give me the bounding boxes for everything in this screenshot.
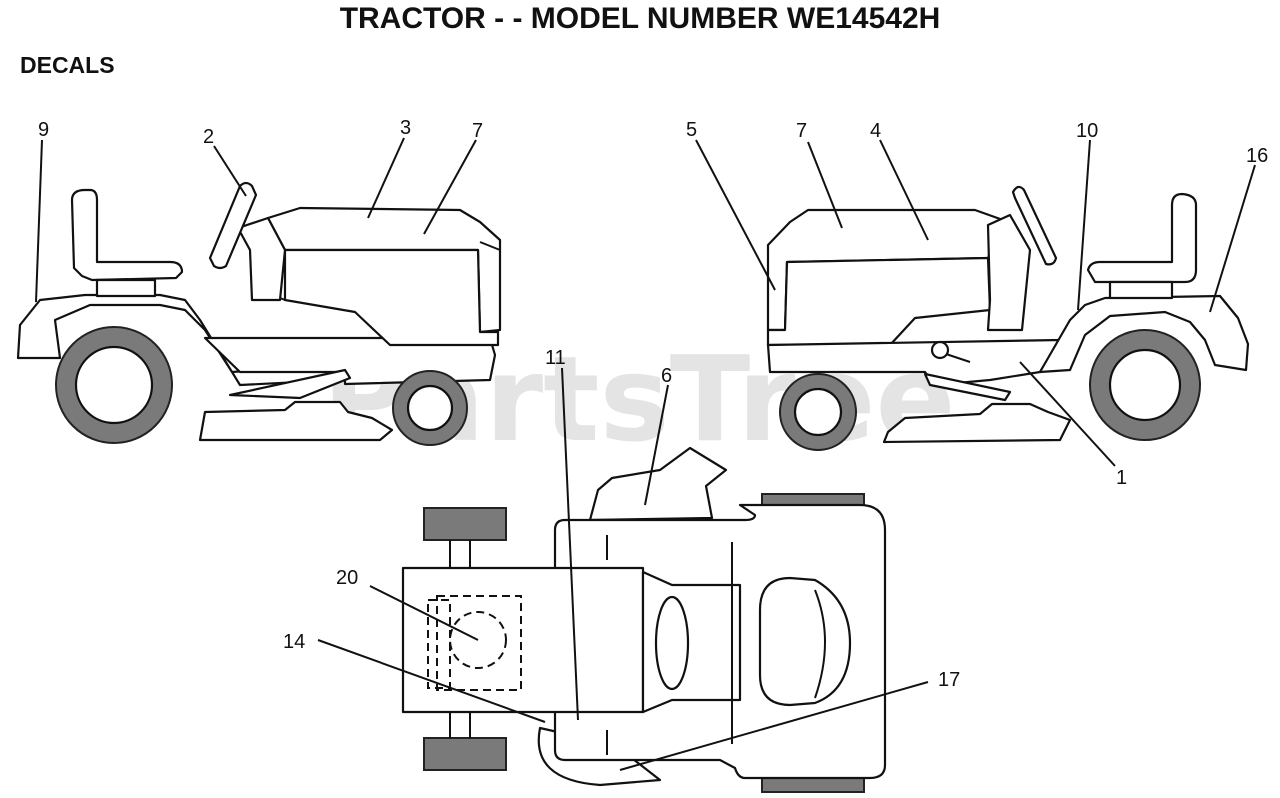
callout-6: 6	[661, 365, 672, 387]
steering-column	[986, 213, 1032, 332]
callout-20: 20	[336, 567, 358, 589]
steering-wheel	[208, 181, 258, 270]
hood-side	[283, 248, 500, 347]
rear-wheel-rim	[74, 345, 154, 425]
throttle-knob	[930, 340, 950, 360]
callout-5: 5	[686, 119, 697, 141]
callout-14: 14	[283, 631, 305, 653]
callout-9: 9	[38, 119, 49, 141]
callout-17: 17	[938, 669, 960, 691]
dash-panel	[654, 595, 690, 691]
mower-deck	[198, 400, 394, 442]
callout-2: 2	[203, 126, 214, 148]
tractor-top-view	[401, 446, 887, 793]
rear-wheel-top	[423, 507, 507, 541]
seat	[70, 188, 184, 282]
front-wheel-rim	[793, 387, 843, 437]
rear-wheel-bottom	[423, 737, 507, 771]
callout-7: 7	[472, 120, 483, 142]
callout-1: 1	[1116, 467, 1127, 489]
steering-column	[236, 216, 287, 302]
callout-16: 16	[1246, 145, 1268, 167]
callout-11: 11	[545, 347, 566, 369]
seat-decal-area	[436, 595, 522, 691]
callout-10: 10	[1076, 120, 1098, 142]
front-wheel-rim	[406, 384, 454, 432]
callout-3: 3	[400, 117, 411, 139]
seat-base	[1108, 280, 1174, 300]
mower-deck	[882, 402, 1072, 444]
tractor-right-side-view	[766, 185, 1250, 451]
hood-top	[758, 576, 852, 707]
rear-fender	[1038, 294, 1250, 374]
foot-pedal	[228, 368, 352, 400]
section-label-decals: DECALS	[20, 52, 115, 78]
page-title: TRACTOR - - MODEL NUMBER WE14542H	[339, 2, 941, 35]
rear-wheel-rim	[1108, 348, 1182, 422]
steering-wheel	[1011, 185, 1058, 266]
seat-base	[95, 278, 157, 298]
callout-4: 4	[870, 120, 881, 142]
seat-circle	[449, 611, 507, 669]
hood-side	[766, 256, 992, 347]
callout-7: 7	[796, 120, 807, 142]
tractor-left-side-view	[16, 181, 502, 446]
foot-pedal	[923, 372, 1012, 402]
seat	[1086, 192, 1198, 284]
